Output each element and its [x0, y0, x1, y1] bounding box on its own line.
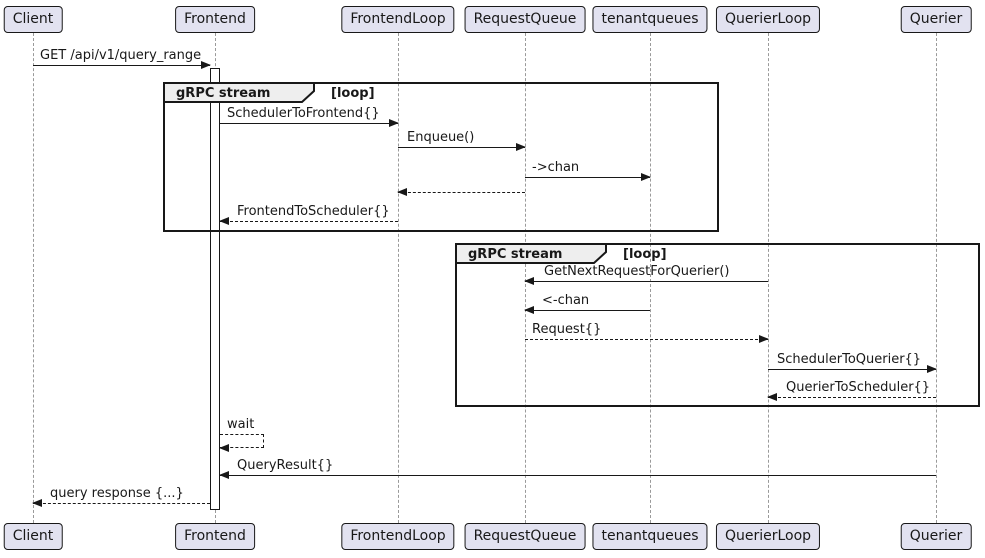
- arrow-dashed-left: [397, 188, 525, 196]
- arrow-solid-left: [524, 306, 650, 314]
- participant-frontend-bottom: Frontend: [175, 523, 255, 550]
- arrow-dashed-left: [767, 393, 936, 401]
- fragment-tab: [163, 82, 315, 103]
- arrow-dashed-left: [32, 499, 210, 507]
- message-wait-self: wait: [219, 417, 264, 452]
- message-label: Enqueue(): [407, 130, 475, 145]
- fragment-title: gRPC stream: [468, 247, 563, 262]
- message-label: QuerierToScheduler{}: [786, 380, 931, 395]
- message-label: FrontendToScheduler{}: [237, 204, 390, 219]
- fragment-grpc-stream-frontend: gRPC stream [loop]: [163, 82, 719, 232]
- message-query-response: query response {...}: [32, 486, 210, 507]
- lifeline-querier: [936, 33, 937, 523]
- arrow-dashed-right: [525, 335, 769, 343]
- message-enqueue-return: [397, 188, 525, 196]
- arrow-solid-right: [33, 61, 211, 69]
- message-frontend-to-scheduler: FrontendToScheduler{}: [219, 204, 398, 225]
- lifeline-frontendloop: [398, 33, 399, 523]
- participant-client-bottom: Client: [3, 523, 63, 550]
- fragment-grpc-stream-querier: gRPC stream [loop]: [455, 243, 980, 407]
- message-scheduler-to-frontend: SchedulerToFrontend{}: [220, 106, 399, 127]
- arrow-self-dashed: [219, 434, 264, 452]
- message-query-result: QueryResult{}: [219, 458, 936, 479]
- activation-bar-frontend: [210, 68, 220, 510]
- participant-frontend-top: Frontend: [175, 6, 255, 33]
- arrow-solid-right: [525, 173, 651, 181]
- participant-frontendloop-bottom: FrontendLoop: [341, 523, 455, 550]
- fragment-tab-shape: [455, 243, 607, 264]
- participant-requestqueue-top: RequestQueue: [464, 6, 586, 33]
- message-enqueue: Enqueue(): [398, 130, 526, 151]
- message-label: GET /api/v1/query_range: [40, 48, 202, 63]
- participant-tenantqueues-top: tenantqueues: [592, 6, 708, 33]
- message-get-query-range: GET /api/v1/query_range: [33, 48, 211, 69]
- participant-frontendloop-top: FrontendLoop: [341, 6, 455, 33]
- arrow-solid-right: [220, 119, 399, 127]
- participant-client-top: Client: [3, 6, 63, 33]
- lifeline-tenantqueues: [650, 33, 651, 523]
- arrow-solid-right: [768, 365, 937, 373]
- participant-requestqueue-bottom: RequestQueue: [464, 523, 586, 550]
- message-label: Request{}: [532, 322, 602, 337]
- message-from-chan: <-chan: [524, 293, 650, 314]
- message-label: GetNextRequestForQuerier(): [544, 264, 730, 279]
- arrow-solid-left: [524, 277, 768, 285]
- message-label: SchedulerToQuerier{}: [777, 352, 922, 367]
- message-to-chan: ->chan: [525, 160, 651, 181]
- fragment-title: gRPC stream: [176, 86, 271, 101]
- message-label: QueryResult{}: [237, 458, 334, 473]
- participant-querierloop-bottom: QuerierLoop: [715, 523, 821, 550]
- fragment-operator: [loop]: [331, 86, 375, 101]
- message-label: wait: [227, 417, 255, 432]
- message-scheduler-to-querier: SchedulerToQuerier{}: [768, 352, 937, 373]
- participant-tenantqueues-bottom: tenantqueues: [592, 523, 708, 550]
- fragment-tab: [455, 243, 607, 264]
- message-label: ->chan: [532, 160, 580, 175]
- arrow-solid-left: [219, 471, 936, 479]
- message-querier-to-scheduler: QuerierToScheduler{}: [767, 380, 936, 401]
- message-request: Request{}: [525, 322, 769, 343]
- lifeline-querierloop: [768, 33, 769, 523]
- fragment-tab-shape: [163, 82, 315, 103]
- participant-querier-top: Querier: [900, 6, 972, 33]
- message-label: SchedulerToFrontend{}: [227, 106, 380, 121]
- message-label: <-chan: [542, 293, 590, 308]
- arrow-solid-right: [398, 143, 526, 151]
- arrow-dashed-left: [219, 217, 398, 225]
- message-get-next-request: GetNextRequestForQuerier(): [524, 264, 768, 285]
- fragment-operator: [loop]: [623, 247, 667, 262]
- message-label: query response {...}: [50, 486, 184, 501]
- lifeline-client: [33, 33, 34, 523]
- participant-querierloop-top: QuerierLoop: [715, 6, 821, 33]
- participant-querier-bottom: Querier: [900, 523, 972, 550]
